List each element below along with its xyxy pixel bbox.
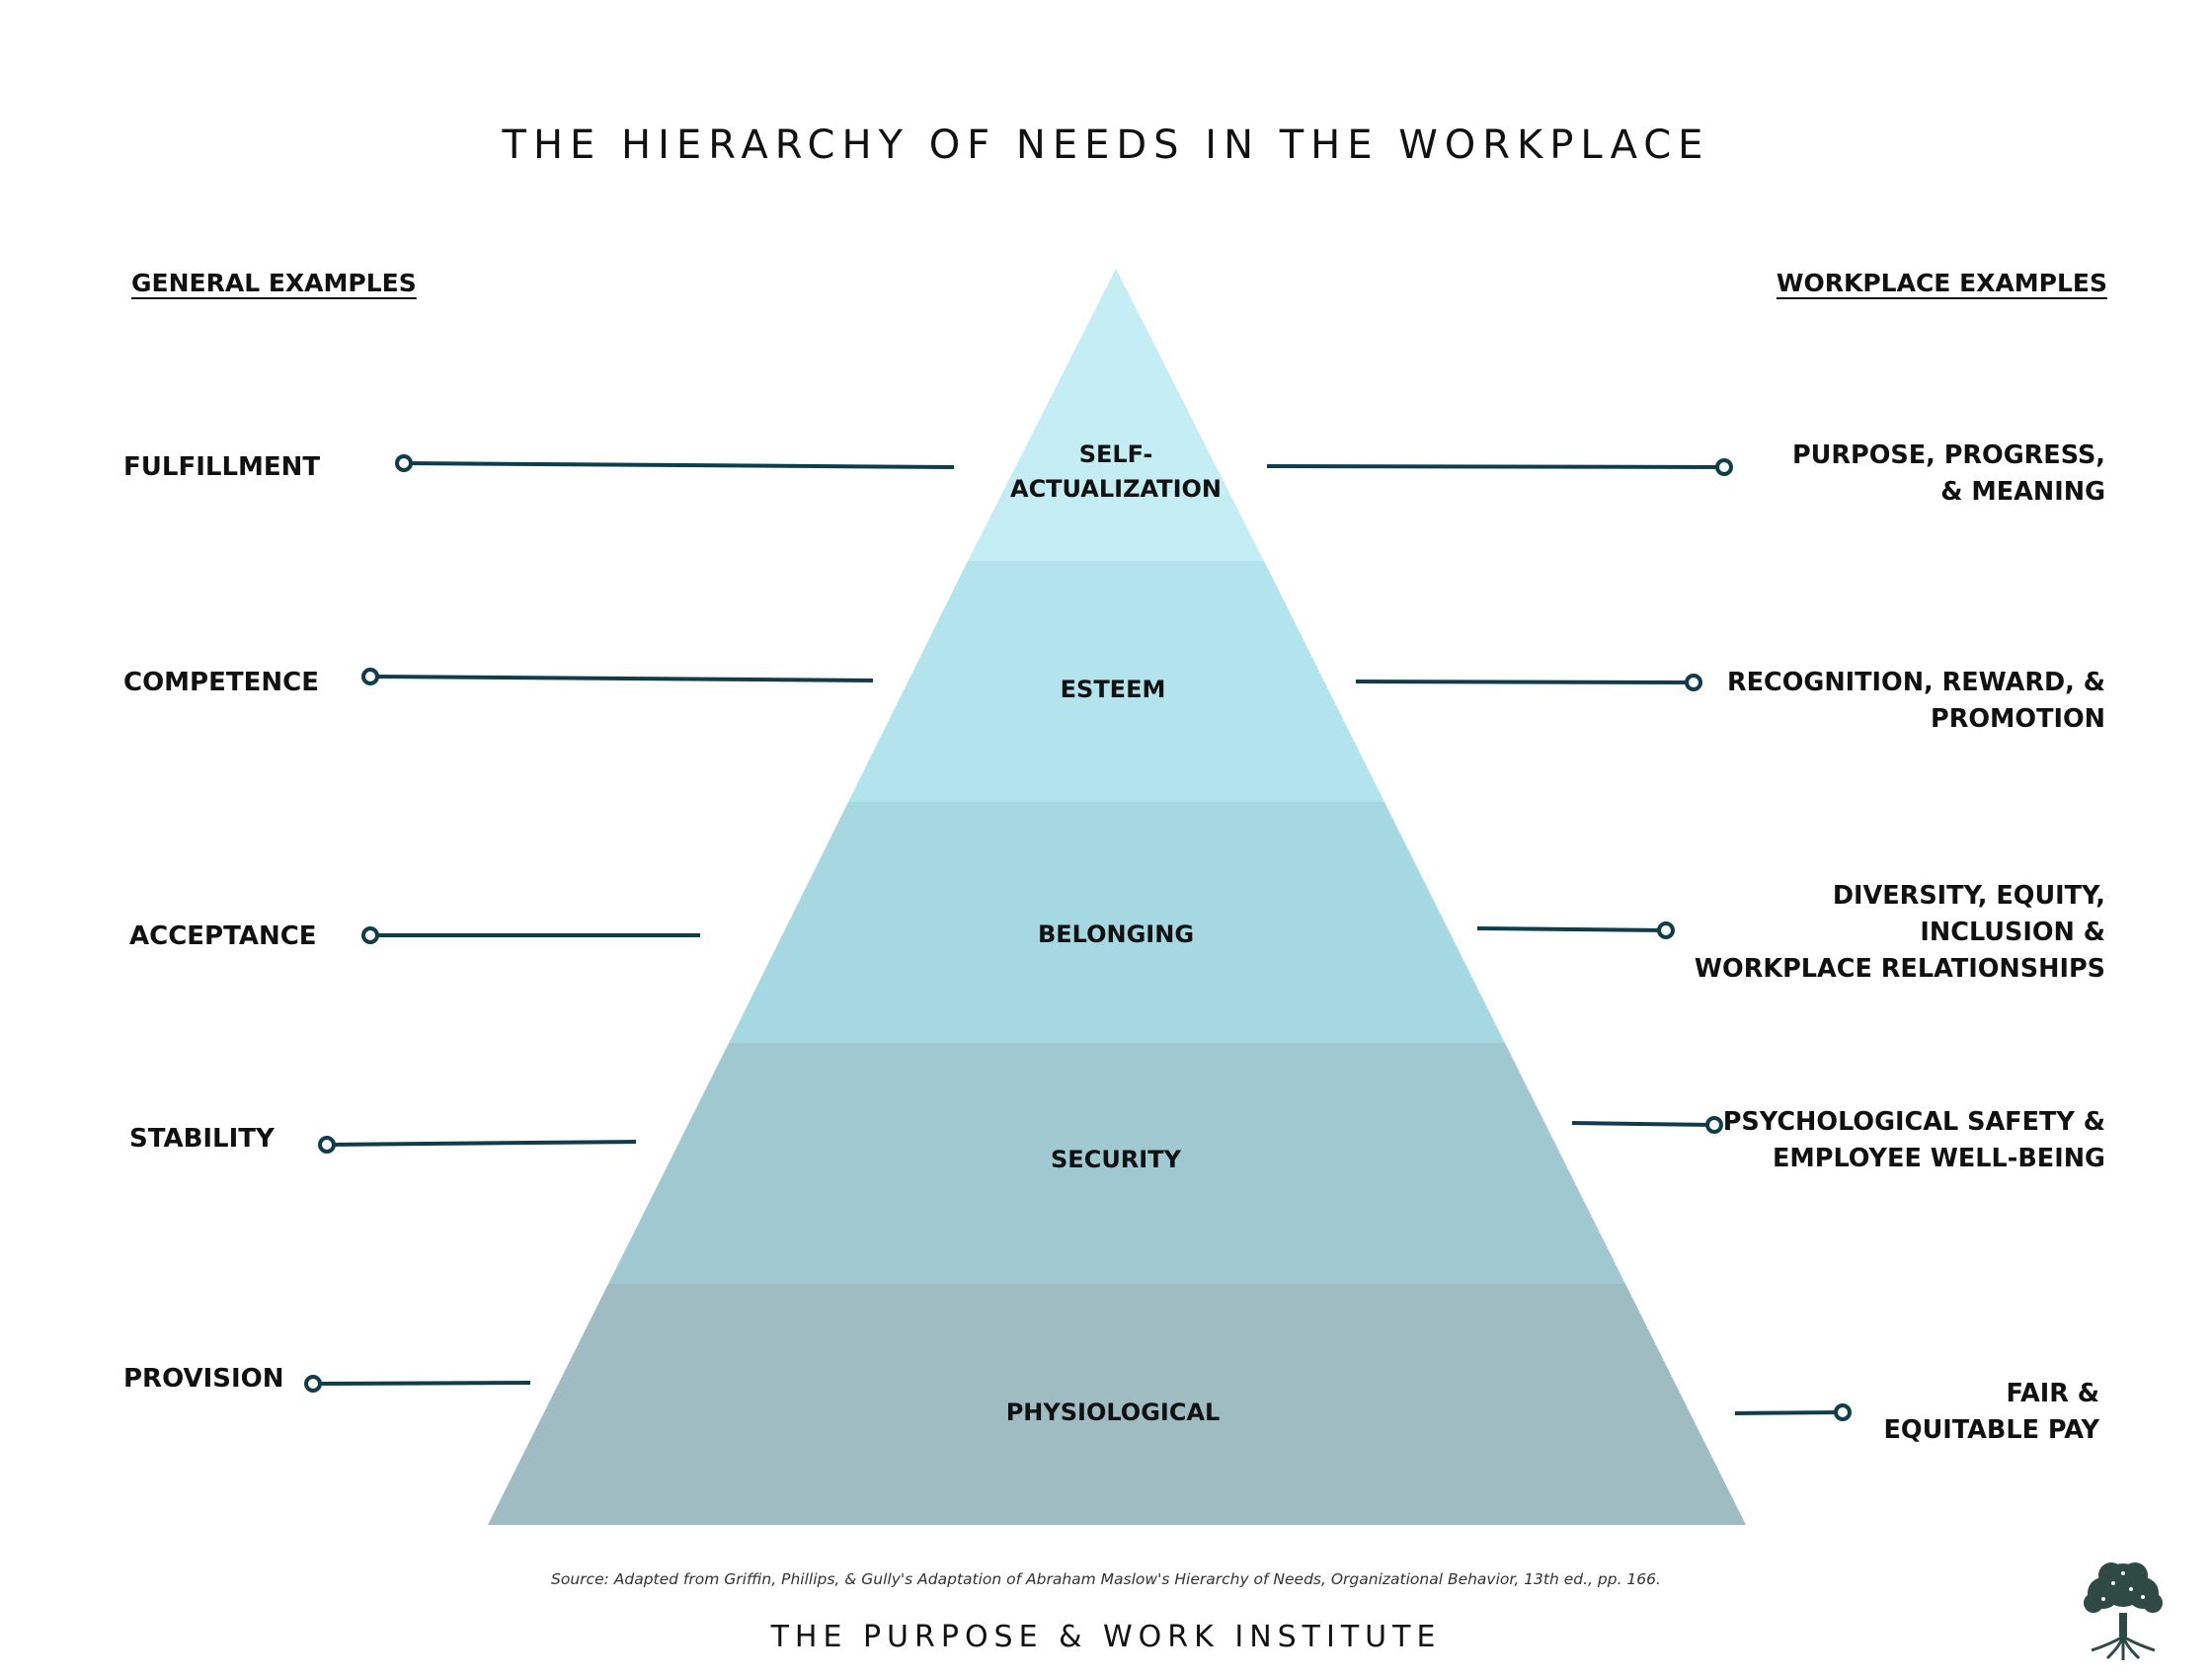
workplace-example-esteem: RECOGNITION, REWARD, & PROMOTION <box>1727 665 2105 738</box>
workplace-examples-header: WORKPLACE EXAMPLES <box>1776 269 2107 297</box>
workplace-example-line: FAIR & <box>2006 1379 2099 1408</box>
workplace-example-security: PSYCHOLOGICAL SAFETY & EMPLOYEE WELL-BEI… <box>1723 1104 2105 1177</box>
workplace-example-line: EMPLOYEE WELL-BEING <box>1772 1144 2105 1173</box>
pyramid-tier-physiological <box>488 1284 1746 1525</box>
left-connectors <box>304 454 955 1393</box>
level-name-line: SELF- <box>1078 440 1153 468</box>
workplace-example-line: PURPOSE, PROGRESS, <box>1791 440 2105 470</box>
connector-right-3-dot <box>1657 921 1675 939</box>
workplace-example-line: WORKPLACE RELATIONSHIPS <box>1694 954 2105 984</box>
connector-right-5 <box>1734 1410 1844 1415</box>
level-name-line: ESTEEM <box>1060 676 1166 703</box>
workplace-example-line: EQUITABLE PAY <box>1883 1415 2099 1445</box>
connector-left-4-dot <box>318 1136 336 1154</box>
workplace-example-line: DIVERSITY, EQUITY, <box>1832 881 2105 911</box>
general-example-fulfillment: FULFILLMENT <box>123 452 321 482</box>
pyramid-tier-belonging <box>729 802 1505 1043</box>
level-label-esteem: ESTEEM <box>1061 673 1166 707</box>
page-title: THE HIERARCHY OF NEEDS IN THE WORKPLACE <box>502 122 1710 168</box>
workplace-example-line: RECOGNITION, REWARD, & <box>1726 668 2105 697</box>
level-name-line: SECURITY <box>1051 1146 1181 1173</box>
source-citation: Source: Adapted from Griffin, Phillips, … <box>551 1570 1661 1588</box>
connector-right-1 <box>1266 464 1725 469</box>
connector-left-5 <box>312 1381 531 1386</box>
pyramid-tier-security <box>608 1043 1625 1284</box>
level-label-self-actualization: SELF- ACTUALIZATION <box>1010 438 1222 507</box>
connector-right-1-dot <box>1715 458 1733 476</box>
workplace-example-self-actualization: PURPOSE, PROGRESS, & MEANING <box>1792 438 2105 511</box>
footer-organization: THE PURPOSE & WORK INSTITUTE <box>770 1620 1442 1654</box>
general-example-provision: PROVISION <box>123 1364 284 1394</box>
connector-right-4 <box>1571 1121 1715 1127</box>
level-label-belonging: BELONGING <box>1038 918 1194 952</box>
general-examples-header: GENERAL EXAMPLES <box>131 269 417 297</box>
workplace-example-line: PSYCHOLOGICAL SAFETY & <box>1722 1107 2105 1137</box>
connector-right-2-dot <box>1685 674 1702 691</box>
tree-icon <box>2084 1562 2163 1660</box>
connector-left-4 <box>326 1140 637 1147</box>
connector-right-3 <box>1476 926 1667 932</box>
workplace-example-belonging: DIVERSITY, EQUITY, INCLUSION & WORKPLACE… <box>1695 878 2105 988</box>
connector-left-1-dot <box>395 454 413 472</box>
general-example-stability: STABILITY <box>129 1124 275 1154</box>
general-example-competence: COMPETENCE <box>123 668 319 697</box>
level-name-line: BELONGING <box>1037 920 1195 948</box>
right-connectors <box>1266 458 1852 1421</box>
connector-right-5-dot <box>1834 1403 1852 1421</box>
connector-right-4-dot <box>1705 1116 1723 1134</box>
level-label-security: SECURITY <box>1051 1143 1181 1177</box>
pyramid-tier-self-actualization <box>968 269 1264 561</box>
connector-left-2 <box>369 675 874 682</box>
workplace-example-line: INCLUSION & <box>1920 918 2105 947</box>
level-label-physiological: PHYSIOLOGICAL <box>1006 1396 1221 1430</box>
workplace-example-line: & MEANING <box>1940 477 2105 507</box>
connector-left-3-dot <box>361 926 379 944</box>
level-name-line: PHYSIOLOGICAL <box>1005 1399 1221 1426</box>
connector-left-1 <box>403 461 955 469</box>
connector-left-2-dot <box>361 668 379 685</box>
general-example-acceptance: ACCEPTANCE <box>129 921 317 951</box>
workplace-example-line: PROMOTION <box>1931 704 2105 734</box>
level-name-line: ACTUALIZATION <box>1009 475 1223 503</box>
workplace-example-physiological: FAIR & EQUITABLE PAY <box>1883 1376 2099 1449</box>
connector-right-2 <box>1355 680 1695 684</box>
connector-left-5-dot <box>304 1375 322 1393</box>
pyramid-tier-esteem <box>848 561 1384 802</box>
